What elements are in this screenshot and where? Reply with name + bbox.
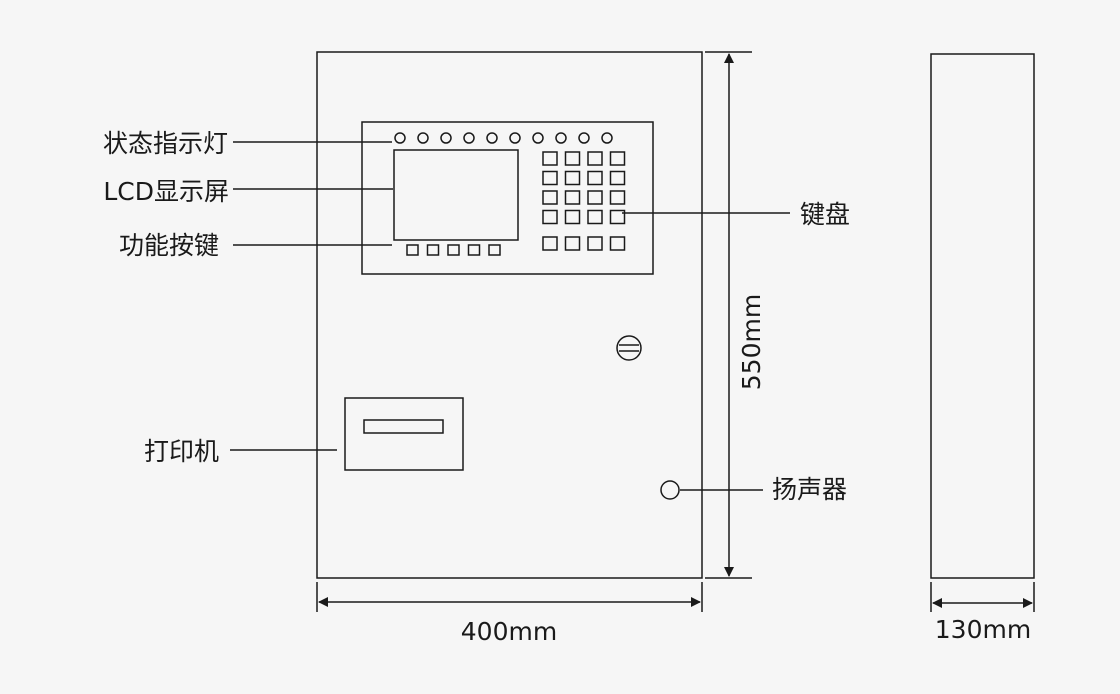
keypad-key: [564, 170, 581, 186]
panel-key: [564, 236, 581, 251]
indicator-light: [417, 132, 429, 144]
function-key: [406, 244, 419, 256]
indicator-light: [394, 132, 406, 144]
label-lcd-screen: LCD显示屏: [103, 177, 229, 206]
indicator-light: [555, 132, 567, 144]
cabinet-side: [930, 53, 1035, 579]
label-speaker: 扬声器: [772, 475, 847, 504]
indicator-light: [532, 132, 544, 144]
control-panel: [361, 121, 654, 275]
label-printer: 打印机: [144, 437, 219, 466]
keypad-key: [609, 209, 626, 225]
keypad-key: [587, 170, 603, 186]
dim-label-depth: 130mm: [935, 615, 1031, 644]
indicator-light: [509, 132, 521, 144]
keypad-key: [587, 151, 603, 166]
label-keyboard: 键盘: [800, 200, 850, 229]
keypad-key: [609, 190, 626, 205]
keypad-key: [542, 209, 558, 225]
panel-key: [609, 236, 626, 251]
panel-key: [587, 236, 603, 251]
dim-label-height: 550mm: [737, 294, 766, 390]
keypad-key: [542, 170, 558, 186]
printer-slot: [363, 419, 444, 434]
lcd-screen: [393, 149, 519, 241]
keypad-key: [564, 209, 581, 225]
keypad-key: [564, 190, 581, 205]
indicator-light: [578, 132, 590, 144]
indicator-light: [601, 132, 613, 144]
bottom-right-keys: [542, 236, 626, 251]
function-key: [488, 244, 501, 256]
keypad-key: [564, 151, 581, 166]
indicator-light: [440, 132, 452, 144]
indicator-light: [463, 132, 475, 144]
function-key: [447, 244, 460, 256]
label-function-keys: 功能按键: [119, 231, 219, 260]
function-keys: [406, 244, 501, 256]
label-status-lights: 状态指示灯: [103, 129, 228, 158]
function-key: [426, 244, 440, 256]
keypad-key: [542, 190, 558, 205]
indicator-lights: [394, 132, 613, 144]
cabinet-front: [316, 51, 703, 579]
panel-key: [542, 236, 558, 251]
speaker: [660, 480, 680, 500]
keypad-key: [609, 151, 626, 166]
function-key: [467, 244, 481, 256]
lock-icon: [616, 335, 642, 361]
indicator-light: [486, 132, 498, 144]
keypad-key: [542, 151, 558, 166]
printer: [344, 397, 464, 471]
keypad: [542, 151, 626, 225]
keypad-key: [609, 170, 626, 186]
keypad-key: [587, 209, 603, 225]
keypad-key: [587, 190, 603, 205]
dim-label-width: 400mm: [461, 617, 557, 646]
